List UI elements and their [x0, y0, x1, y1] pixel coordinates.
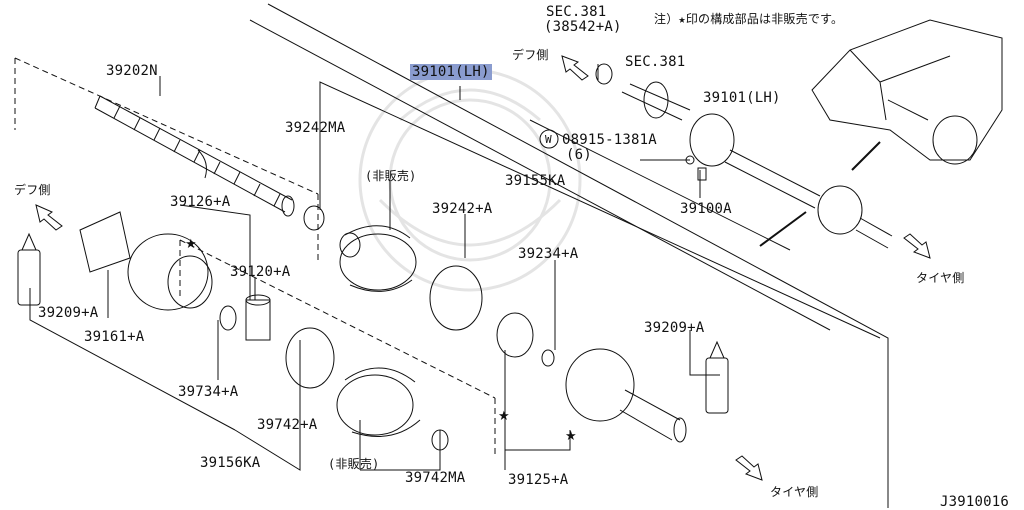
shaft-39202n	[94, 95, 295, 217]
label-39242a: 39242+A	[432, 201, 493, 217]
label-39209a-right: 39209+A	[644, 320, 705, 336]
label-39126a: 39126+A	[170, 194, 231, 210]
label-sec381-hub: SEC.381	[625, 54, 686, 70]
label-not-for-sale-1: (非販売)	[365, 169, 417, 183]
band-39242a	[429, 265, 483, 331]
label-tire-side-1: タイヤ側	[916, 271, 965, 285]
direction-arrow-icon	[35, 55, 931, 481]
car-outline-icon	[811, 19, 1003, 165]
label-39125a: 39125+A	[508, 472, 569, 488]
label-bolt-08915: 08915-1381A	[562, 132, 657, 148]
band-39742a	[285, 327, 335, 389]
label-39101-lh-highlighted: 39101(LH)	[410, 64, 492, 80]
boot-outer	[336, 367, 421, 437]
label-diff-side-2: デフ側	[512, 48, 549, 62]
band-39242ma	[303, 205, 325, 231]
label-39234a: 39234+A	[518, 246, 579, 262]
label-39742a: 39742+A	[257, 417, 318, 433]
label-39161a: 39161+A	[84, 329, 145, 345]
label-39742ma: 39742MA	[405, 470, 466, 486]
label-diff-side-1: デフ側	[14, 183, 51, 197]
label-39120a: 39120+A	[230, 264, 291, 280]
label-39155ka: 39155KA	[505, 173, 566, 189]
svg-text:★: ★	[565, 429, 577, 444]
washer-symbol	[539, 129, 559, 149]
ring-39234a	[541, 349, 555, 367]
svg-text:★: ★	[185, 237, 197, 252]
label-39209a-left: 39209+A	[38, 305, 99, 321]
label-bolt-qty: (6)	[566, 147, 592, 163]
label-39242ma: 39242MA	[285, 120, 346, 136]
label-tire-side-2: タイヤ側	[770, 485, 819, 499]
label-not-for-sale-2: (非販売)	[328, 457, 380, 471]
circlip-39734a	[219, 305, 237, 331]
washer-symbol-letter: W	[545, 133, 552, 146]
grease-left	[17, 232, 41, 306]
grease-right	[705, 340, 729, 414]
label-39734a: 39734+A	[178, 384, 239, 400]
note-not-for-sale: 注）★印の構成部品は非販売です。	[654, 12, 844, 26]
label-sec381-top: SEC.381	[546, 4, 607, 20]
label-sec381-top-sub: (38542+A)	[544, 19, 622, 35]
star-icon: ★ ★ ★	[185, 237, 577, 444]
svg-text:★: ★	[498, 409, 510, 424]
dust-cover-39161a	[79, 211, 131, 273]
spider-39120a	[245, 294, 271, 341]
joint-housing	[127, 233, 213, 311]
label-39156ka: 39156KA	[200, 455, 261, 471]
document-code: J3910016	[940, 494, 1010, 510]
label-39101-lh-inset: 39101(LH)	[703, 90, 781, 106]
band-39742ma	[431, 429, 449, 451]
bearing-39234a	[496, 312, 534, 358]
inset-assembly	[595, 63, 893, 249]
label-39202n: 39202N	[106, 63, 158, 79]
label-39100a: 39100A	[680, 201, 732, 217]
boot-inner	[339, 225, 417, 292]
outer-joint-39125a	[565, 348, 687, 443]
